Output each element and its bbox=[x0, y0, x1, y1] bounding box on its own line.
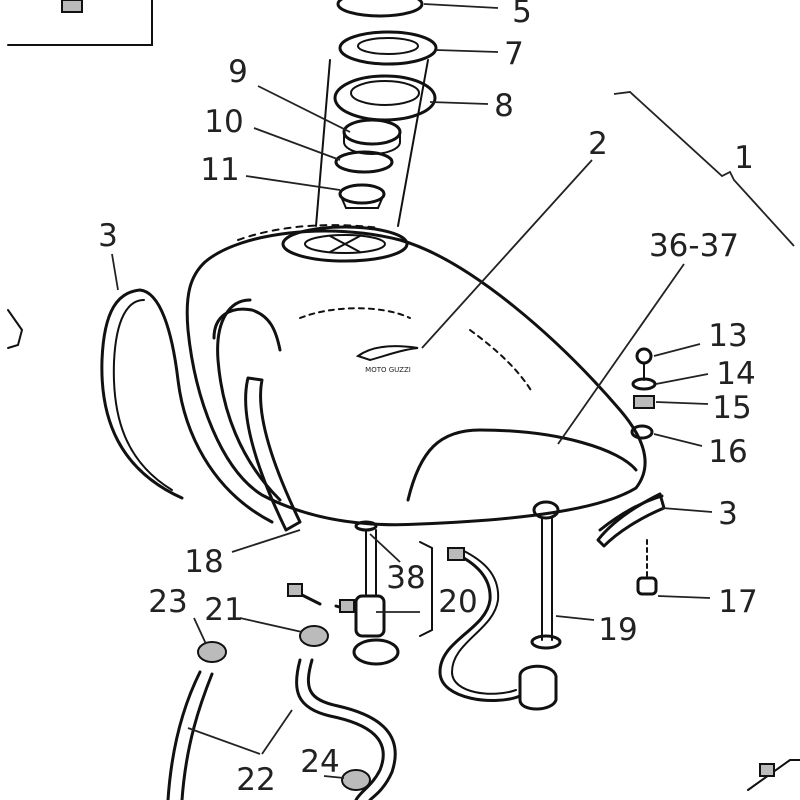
callout-21: 21 bbox=[204, 592, 243, 628]
callout-23: 23 bbox=[148, 584, 187, 620]
callout-18: 18 bbox=[184, 544, 223, 580]
gasket-7 bbox=[338, 30, 438, 66]
callout-16: 16 bbox=[708, 434, 747, 470]
nut-15 bbox=[633, 395, 655, 409]
callout-36-37: 36-37 bbox=[649, 228, 739, 264]
callout-5: 5 bbox=[512, 0, 532, 30]
hose-clamp-24 bbox=[341, 769, 371, 791]
fuel-sender-19 bbox=[518, 500, 562, 711]
callout-17: 17 bbox=[718, 584, 757, 620]
inset-frame bbox=[7, 0, 153, 46]
callout-14: 14 bbox=[716, 356, 755, 392]
callout-22: 22 bbox=[236, 762, 275, 798]
grommet-16 bbox=[630, 424, 654, 440]
left-edge-fragment bbox=[7, 309, 24, 349]
flange-11 bbox=[338, 183, 386, 209]
rubber-pad-left bbox=[100, 288, 274, 524]
callout-10: 10 bbox=[204, 104, 243, 140]
callout-8: 8 bbox=[494, 88, 514, 124]
hose-fitting-left bbox=[287, 583, 322, 606]
hose-clamp-21 bbox=[299, 625, 329, 647]
fuel-tank bbox=[185, 224, 647, 527]
callout-3-left: 3 bbox=[98, 218, 118, 254]
callout-13: 13 bbox=[708, 318, 747, 354]
o-ring-10 bbox=[334, 150, 394, 174]
bottom-right-fragment bbox=[747, 759, 800, 791]
callout-15: 15 bbox=[712, 390, 751, 426]
callout-20: 20 bbox=[438, 584, 477, 620]
hose-clamp-23 bbox=[197, 641, 227, 663]
fuel-hose-right bbox=[438, 547, 522, 702]
callout-labels: 5 7 8 9 10 11 2 1 3 36-37 13 14 15 16 3 … bbox=[98, 0, 758, 798]
callout-7: 7 bbox=[504, 36, 524, 72]
bolt-13 bbox=[635, 347, 653, 381]
callout-3-right: 3 bbox=[718, 496, 738, 532]
callout-11: 11 bbox=[200, 152, 239, 188]
callout-24: 24 bbox=[300, 744, 339, 780]
washer-14 bbox=[631, 377, 657, 391]
callout-9: 9 bbox=[228, 54, 248, 90]
leader-lines bbox=[111, 3, 795, 779]
callout-19: 19 bbox=[598, 612, 637, 648]
seal-ring-9 bbox=[342, 118, 402, 155]
rubber-strip-inner bbox=[212, 307, 282, 352]
filter-38 bbox=[354, 520, 378, 532]
ring-nut-8 bbox=[333, 74, 437, 122]
breather-tube-18 bbox=[244, 376, 302, 532]
filler-cap-ring-5 bbox=[336, 0, 424, 18]
callout-2: 2 bbox=[588, 126, 608, 162]
fuel-tap-20 bbox=[334, 529, 400, 666]
fastener-17 bbox=[636, 539, 658, 596]
rubber-pad-right bbox=[596, 492, 666, 548]
tank-logo-text: MOTO GUZZI bbox=[365, 366, 411, 374]
callout-1: 1 bbox=[734, 140, 754, 176]
callout-38: 38 bbox=[386, 560, 425, 596]
